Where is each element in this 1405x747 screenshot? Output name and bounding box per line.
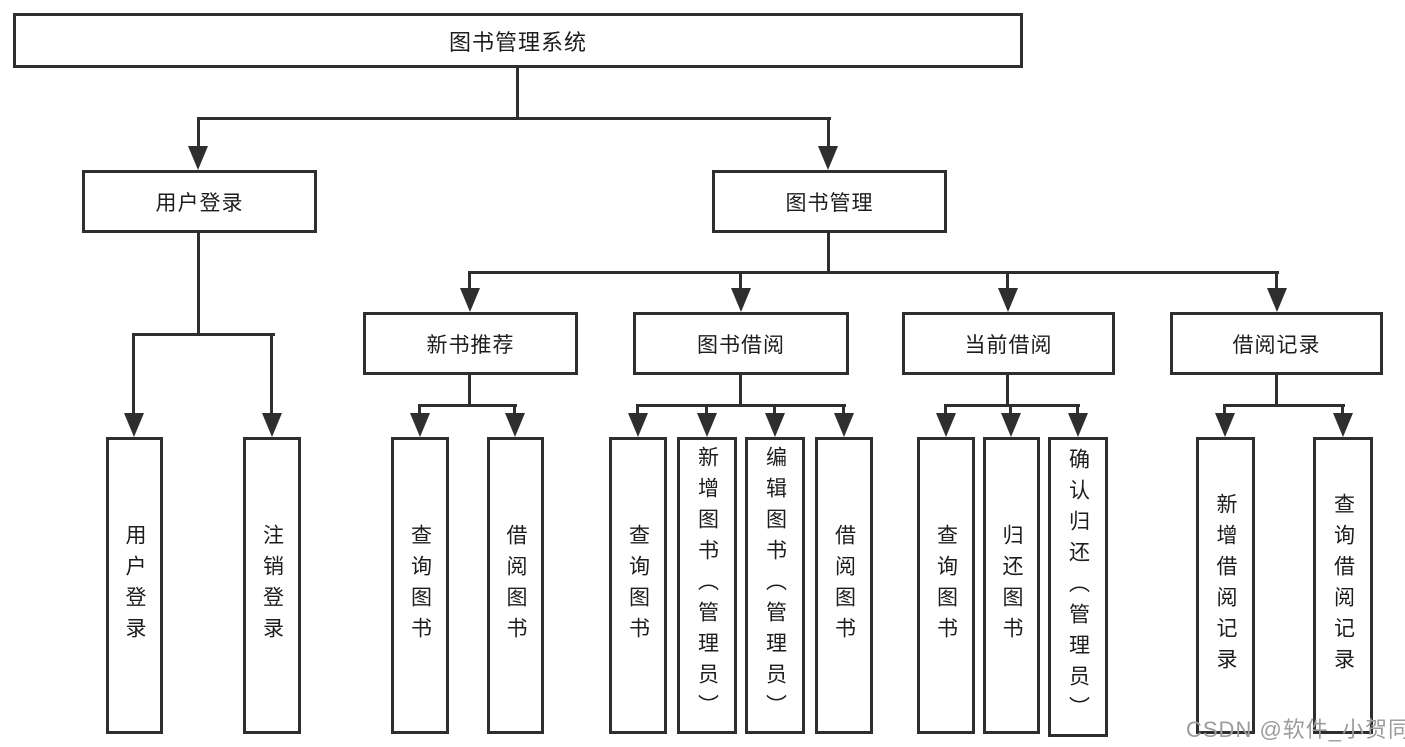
connector-book-mgmt-drop-4 bbox=[1275, 271, 1278, 291]
connector-book-borrow-drop-4 bbox=[842, 404, 845, 415]
node-leaf-bb-edit: 编辑图书（管理员） bbox=[745, 437, 805, 734]
arrowhead-bb-add bbox=[697, 413, 717, 437]
arrowhead-nb-query bbox=[410, 413, 430, 437]
connector-borrow-records-trunk bbox=[1275, 375, 1278, 406]
connector-current-borrow-drop-1 bbox=[944, 404, 947, 415]
node-leaf-cb-confirm-label: 确认归还（管理员） bbox=[1066, 447, 1090, 727]
connector-new-book-rec-drop-1 bbox=[418, 404, 421, 415]
connector-current-borrow-hline bbox=[944, 404, 1080, 407]
node-leaf-cb-return-label: 归还图书 bbox=[1000, 523, 1023, 648]
connector-root-hline bbox=[197, 117, 831, 120]
node-user-login-label: 用户登录 bbox=[155, 191, 244, 215]
connector-book-mgmt-drop-3 bbox=[1006, 271, 1009, 291]
node-leaf-bb-edit-label: 编辑图书（管理员） bbox=[763, 446, 787, 725]
connector-root-drop-left bbox=[197, 117, 200, 150]
node-root: 图书管理系统 bbox=[13, 13, 1023, 68]
node-leaf-logout: 注销登录 bbox=[243, 437, 301, 734]
node-leaf-cb-query-label: 查询图书 bbox=[934, 523, 958, 648]
node-leaf-nb-borrow-label: 借阅图书 bbox=[504, 523, 527, 648]
connector-book-borrow-trunk bbox=[739, 375, 742, 406]
arrowhead-cb-return bbox=[1001, 413, 1021, 437]
node-leaf-br-add: 新增借阅记录 bbox=[1196, 437, 1255, 734]
node-leaf-cb-query: 查询图书 bbox=[917, 437, 975, 734]
connector-user-login-drop-2 bbox=[270, 333, 273, 415]
arrowhead-new-book-rec bbox=[460, 288, 480, 312]
node-leaf-bb-query: 查询图书 bbox=[609, 437, 667, 734]
connector-current-borrow-drop-2 bbox=[1009, 404, 1012, 415]
node-root-label: 图书管理系统 bbox=[448, 29, 587, 55]
arrowhead-cb-confirm bbox=[1068, 413, 1088, 437]
connector-borrow-records-hline bbox=[1223, 404, 1345, 407]
node-leaf-cb-return: 归还图书 bbox=[983, 437, 1040, 734]
node-user-login: 用户登录 bbox=[82, 170, 317, 233]
arrowhead-book-borrow bbox=[731, 288, 751, 312]
node-leaf-user-login: 用户登录 bbox=[106, 437, 163, 734]
connector-borrow-records-drop-2 bbox=[1341, 404, 1344, 415]
node-leaf-nb-borrow: 借阅图书 bbox=[487, 437, 544, 734]
connector-new-book-rec-hline bbox=[418, 404, 517, 407]
node-leaf-logout-label: 注销登录 bbox=[260, 523, 284, 648]
connector-book-borrow-drop-1 bbox=[636, 404, 639, 415]
connector-user-login-hline bbox=[132, 333, 275, 336]
node-book-borrow-label: 图书借阅 bbox=[697, 333, 785, 357]
arrowhead-cb-query bbox=[936, 413, 956, 437]
node-borrow-records: 借阅记录 bbox=[1170, 312, 1383, 375]
node-leaf-bb-borrow-label: 借阅图书 bbox=[832, 523, 856, 648]
arrowhead-br-add bbox=[1215, 413, 1235, 437]
node-borrow-records-label: 借阅记录 bbox=[1232, 333, 1321, 357]
node-new-book-rec-label: 新书推荐 bbox=[426, 333, 515, 357]
arrowhead-current-borrow bbox=[998, 288, 1018, 312]
node-leaf-bb-query-label: 查询图书 bbox=[626, 523, 650, 648]
connector-book-mgmt-hline bbox=[468, 271, 1279, 274]
node-leaf-nb-query-label: 查询图书 bbox=[408, 523, 432, 648]
arrowhead-bb-edit bbox=[765, 413, 785, 437]
arrowhead-br-query bbox=[1333, 413, 1353, 437]
connector-book-mgmt-drop-2 bbox=[739, 271, 742, 291]
node-current-borrow: 当前借阅 bbox=[902, 312, 1115, 375]
connector-current-borrow-trunk bbox=[1006, 375, 1009, 406]
arrowhead-bb-query bbox=[628, 413, 648, 437]
arrowhead-user-login bbox=[188, 146, 208, 170]
arrowhead-book-mgmt bbox=[818, 146, 838, 170]
connector-book-borrow-hline bbox=[636, 404, 846, 407]
node-leaf-br-query-label: 查询借阅记录 bbox=[1331, 492, 1355, 679]
node-leaf-user-login-label: 用户登录 bbox=[123, 523, 146, 648]
node-leaf-cb-confirm: 确认归还（管理员） bbox=[1048, 437, 1108, 737]
connector-book-mgmt-trunk bbox=[827, 233, 830, 274]
connector-new-book-rec-drop-2 bbox=[513, 404, 516, 415]
connector-root-drop-right bbox=[827, 117, 830, 150]
connector-root-trunk bbox=[516, 68, 519, 119]
connector-current-borrow-drop-3 bbox=[1076, 404, 1079, 415]
node-book-borrow: 图书借阅 bbox=[633, 312, 849, 375]
arrowhead-borrow-records bbox=[1267, 288, 1287, 312]
node-current-borrow-label: 当前借阅 bbox=[964, 333, 1053, 357]
connector-borrow-records-drop-1 bbox=[1223, 404, 1226, 415]
connector-book-borrow-drop-3 bbox=[773, 404, 776, 415]
node-book-mgmt-label: 图书管理 bbox=[785, 191, 874, 215]
arrowhead-nb-borrow bbox=[505, 413, 525, 437]
node-leaf-bb-add-label: 新增图书（管理员） bbox=[695, 446, 719, 725]
arrowhead-leaf-logout bbox=[262, 413, 282, 437]
connector-user-login-drop-1 bbox=[132, 333, 135, 415]
arrowhead-leaf-user-login bbox=[124, 413, 144, 437]
node-leaf-br-query: 查询借阅记录 bbox=[1313, 437, 1373, 734]
node-book-mgmt: 图书管理 bbox=[712, 170, 947, 233]
node-leaf-bb-add: 新增图书（管理员） bbox=[677, 437, 737, 734]
node-leaf-bb-borrow: 借阅图书 bbox=[815, 437, 873, 734]
node-new-book-rec: 新书推荐 bbox=[363, 312, 578, 375]
node-leaf-br-add-label: 新增借阅记录 bbox=[1214, 492, 1237, 679]
connector-user-login-trunk bbox=[197, 233, 200, 336]
watermark: CSDN @软件_小贺同学 bbox=[1186, 717, 1405, 742]
arrowhead-bb-borrow bbox=[834, 413, 854, 437]
connector-book-mgmt-drop-1 bbox=[468, 271, 471, 291]
connector-book-borrow-drop-2 bbox=[705, 404, 708, 415]
connector-new-book-rec-trunk bbox=[468, 375, 471, 406]
node-leaf-nb-query: 查询图书 bbox=[391, 437, 449, 734]
